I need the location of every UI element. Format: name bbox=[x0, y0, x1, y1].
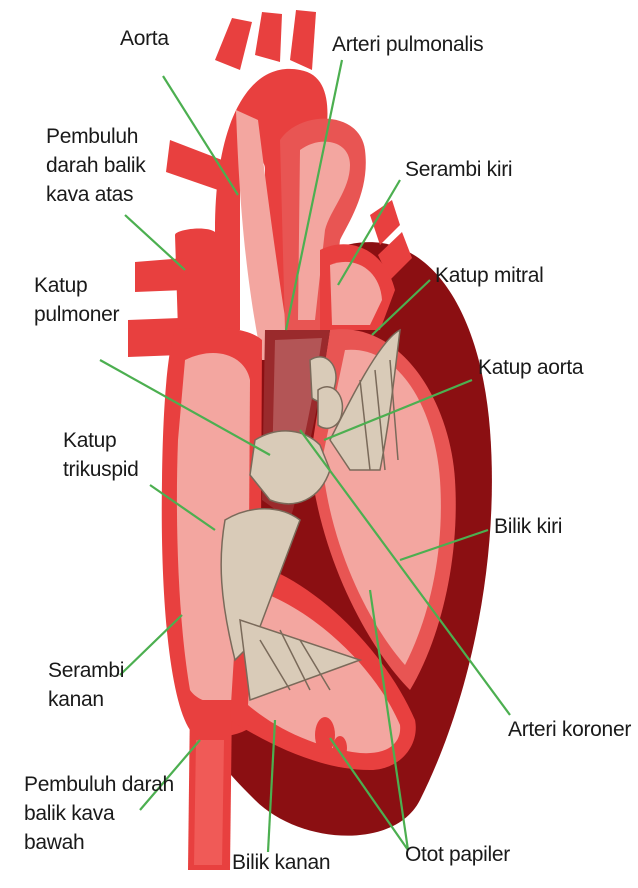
label-aorta: Aorta bbox=[120, 24, 169, 53]
label-otot-papiler: Otot papiler bbox=[405, 840, 510, 869]
label-katup-aorta: Katup aorta bbox=[478, 353, 583, 382]
label-bilik-kiri: Bilik kiri bbox=[494, 512, 562, 541]
label-katup-mitral: Katup mitral bbox=[435, 261, 543, 290]
label-serambi-kiri: Serambi kiri bbox=[405, 155, 512, 184]
label-arteri-pulmonalis: Arteri pulmonalis bbox=[332, 30, 483, 59]
label-arteri-koroner: Arteri koroner bbox=[508, 715, 631, 744]
label-bilik-kanan: Bilik kanan bbox=[232, 848, 330, 877]
